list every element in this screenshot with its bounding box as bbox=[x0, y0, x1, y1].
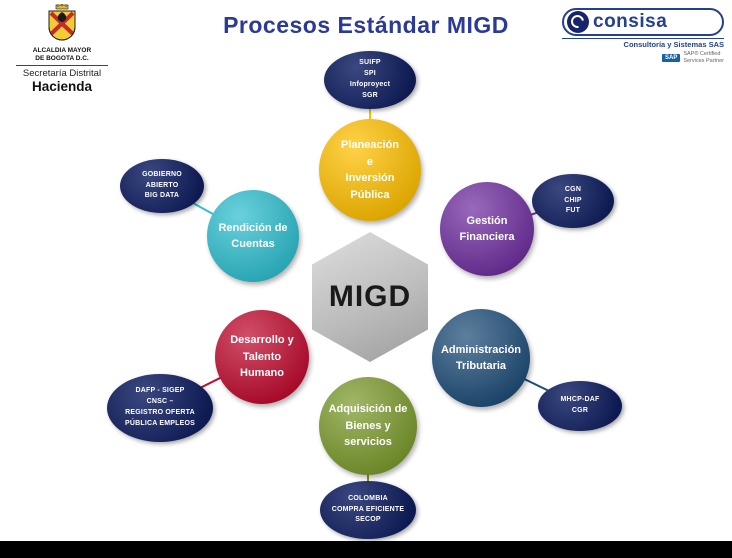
consisa-sap-row: SAP SAP® Certified Services Partner bbox=[562, 51, 724, 64]
bogota-org-line2: DE BOGOTA D.C. bbox=[35, 55, 89, 63]
process-node-administracion-tributaria: Administración Tributaria bbox=[432, 309, 530, 407]
bogota-divider bbox=[16, 65, 108, 67]
satellite-label: COLOMBIA COMPRA EFICIENTE SECOP bbox=[331, 494, 405, 524]
satellite-label: GOBIERNO ABIERTO BIG DATA bbox=[142, 170, 182, 200]
satellite-label: CGN CHIP FUT bbox=[564, 185, 582, 215]
satellite-label: SUIFP SPI Infoproyect SGR bbox=[349, 59, 391, 99]
satellite-label: MHCP-DAF CGR bbox=[560, 396, 600, 414]
process-node-desarrollo-talento: Desarrollo y Talento Humano bbox=[215, 310, 309, 404]
slide-title: Procesos Estándar MIGD bbox=[223, 12, 509, 38]
process-label: Desarrollo y Talento Humano bbox=[230, 334, 294, 380]
process-node-gestion-financiera: Gestión Financiera bbox=[440, 182, 534, 276]
consisa-brand-row: consisa bbox=[562, 8, 724, 36]
consisa-tagline: Consultoría y Sistemas SAS bbox=[562, 38, 724, 49]
bogota-crest-icon bbox=[48, 4, 76, 41]
process-label: Administración Tributaria bbox=[440, 343, 522, 373]
consisa-brand: consisa bbox=[593, 11, 668, 32]
bogota-hacienda: Hacienda bbox=[31, 79, 93, 95]
satellite-suifp: SUIFP SPI Infoproyect SGR bbox=[324, 51, 416, 109]
sap-certified-text: SAP® Certified Services Partner bbox=[683, 51, 724, 64]
satellite-mhcp: MHCP-DAF CGR bbox=[538, 381, 622, 431]
process-label: Adquisición de Bienes y servicios bbox=[328, 403, 408, 449]
consisa-logo: consisa Consultoría y Sistemas SAS SAP S… bbox=[562, 8, 724, 64]
process-node-rendicion-cuentas: Rendición de Cuentas bbox=[207, 190, 299, 282]
sap-badge-icon: SAP bbox=[662, 53, 681, 62]
process-label: Rendición de Cuentas bbox=[218, 221, 288, 251]
satellite-gobierno-abierto: GOBIERNO ABIERTO BIG DATA bbox=[120, 159, 204, 213]
satellite-colombia-compra: COLOMBIA COMPRA EFICIENTE SECOP bbox=[320, 481, 416, 539]
process-node-adquisicion-bienes: Adquisición de Bienes y servicios bbox=[319, 377, 417, 475]
bogota-logo: ALCALDIA MAYOR DE BOGOTA D.C. Secretaría… bbox=[6, 4, 118, 94]
satellite-label: DAFP - SIGEP CNSC – REGISTRO OFERTA PÚBL… bbox=[124, 387, 196, 427]
bogota-org-line1: ALCALDIA MAYOR bbox=[32, 47, 92, 54]
footer-bar bbox=[0, 541, 732, 558]
consisa-brand-icon bbox=[567, 11, 589, 33]
bogota-secretaria: Secretaría Distrital bbox=[22, 68, 102, 80]
satellite-dafp: DAFP - SIGEP CNSC – REGISTRO OFERTA PÚBL… bbox=[107, 374, 213, 442]
satellite-cgn: CGN CHIP FUT bbox=[532, 174, 614, 228]
process-label: Planeación e Inversión Pública bbox=[340, 139, 400, 201]
process-node-planeacion: Planeación e Inversión Pública bbox=[319, 119, 421, 221]
migd-label: MIGD bbox=[328, 280, 412, 313]
process-label: Gestión Financiera bbox=[459, 214, 515, 244]
